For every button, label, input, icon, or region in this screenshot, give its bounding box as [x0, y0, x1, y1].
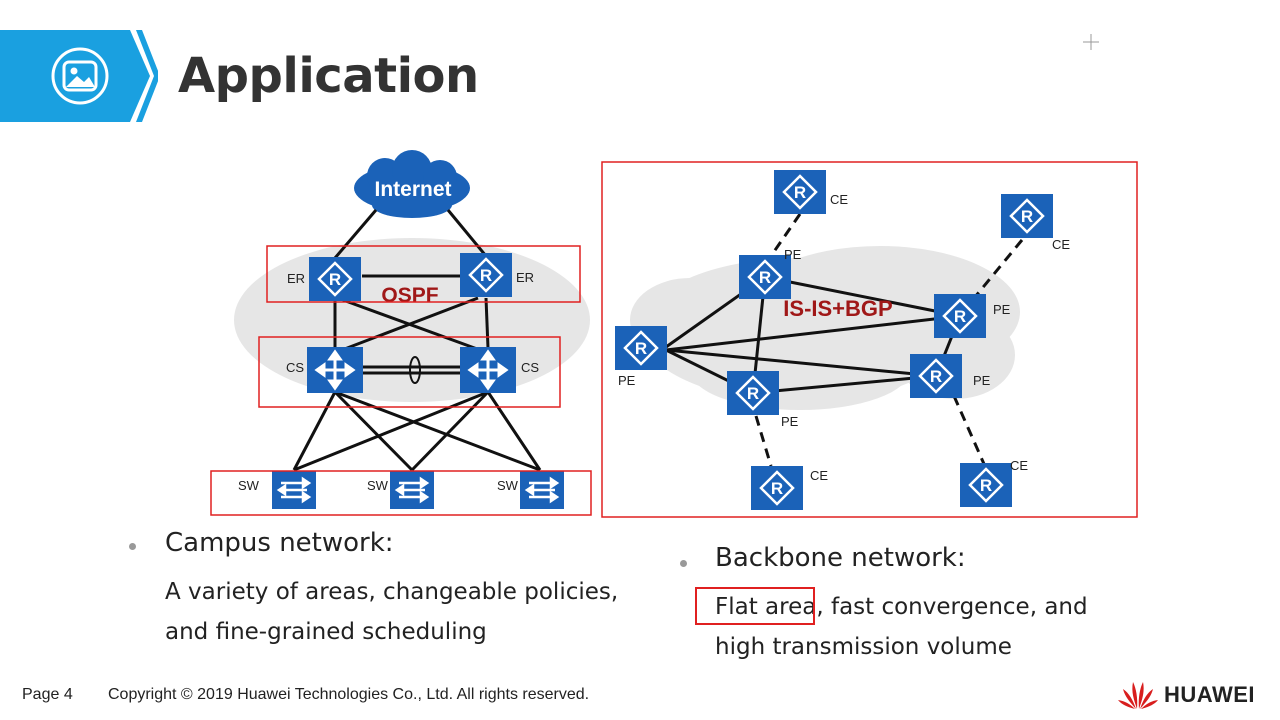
internet-label: Internet [374, 178, 451, 201]
flat-area-box [695, 587, 815, 625]
ce-label-3: CE [810, 468, 828, 483]
ce-label-1: CE [830, 192, 848, 207]
huawei-logo: HUAWEI [1118, 680, 1255, 710]
ce-router-top-right [999, 192, 1055, 240]
er-router-right [458, 251, 514, 299]
pe-router-right [932, 292, 988, 340]
bullet-campus [129, 543, 136, 550]
pe-label-1: PE [784, 247, 802, 262]
ce-label-2: CE [1052, 237, 1070, 252]
pe-label-4: PE [973, 373, 991, 388]
campus-heading: Campus network: [165, 528, 394, 558]
pe-router-lower-right [908, 352, 964, 400]
cs-label-left: CS [286, 360, 304, 375]
slide-title: Application [178, 48, 479, 104]
internet-cloud: Internet [354, 150, 470, 218]
sw-layer-box [210, 470, 592, 516]
backbone-description-rest: , fast convergence, and [816, 594, 1088, 620]
ce-router-bottom-right [958, 461, 1014, 509]
picture-icon [51, 47, 109, 105]
ospf-label: OSPF [381, 284, 438, 307]
er-layer-box [266, 245, 581, 303]
isis-bgp-label: IS-IS+BGP [783, 296, 892, 321]
huawei-flower-icon [1118, 682, 1158, 709]
pe-router-left [613, 324, 669, 372]
sw-label-1: SW [238, 478, 260, 493]
sw-switch-1 [270, 469, 318, 511]
er-label-right: ER [516, 270, 534, 285]
huawei-brand: HUAWEI [1164, 682, 1255, 707]
ce-router-bottom [749, 464, 805, 512]
ce-router-top [772, 168, 828, 216]
backbone-description-2: high transmission volume [715, 634, 1012, 660]
cs-label-right: CS [521, 360, 539, 375]
crosshair-icon [1083, 34, 1099, 50]
title-banner [0, 30, 158, 122]
pe-label-2: PE [993, 302, 1011, 317]
campus-description-2: and fine-grained scheduling [165, 619, 487, 645]
er-router-left [307, 255, 363, 303]
sw-switch-3 [518, 469, 566, 511]
sw-switch-2 [388, 469, 436, 511]
page-number: Page 4 [22, 686, 73, 703]
pe-label-5: PE [781, 414, 799, 429]
sw-label-2: SW [367, 478, 389, 493]
cs-switch-right [458, 345, 518, 395]
ce-label-4: CE [1010, 458, 1028, 473]
backbone-heading: Backbone network: [715, 543, 966, 573]
backbone-description-1: Flat area, fast convergence, and [715, 587, 1088, 627]
copyright: Copyright © 2019 Huawei Technologies Co.… [108, 686, 590, 703]
flat-area-highlight: Flat area [715, 594, 817, 620]
bullet-backbone [680, 560, 687, 567]
cs-switch-left [305, 345, 365, 395]
cs-layer-box [258, 336, 561, 408]
er-label-left: ER [287, 271, 305, 286]
sw-label-3: SW [497, 478, 519, 493]
pe-label-3: PE [618, 373, 636, 388]
campus-description-1: A variety of areas, changeable policies, [165, 579, 619, 605]
backbone-frame [601, 161, 1138, 518]
pe-router-bottom [725, 369, 781, 417]
